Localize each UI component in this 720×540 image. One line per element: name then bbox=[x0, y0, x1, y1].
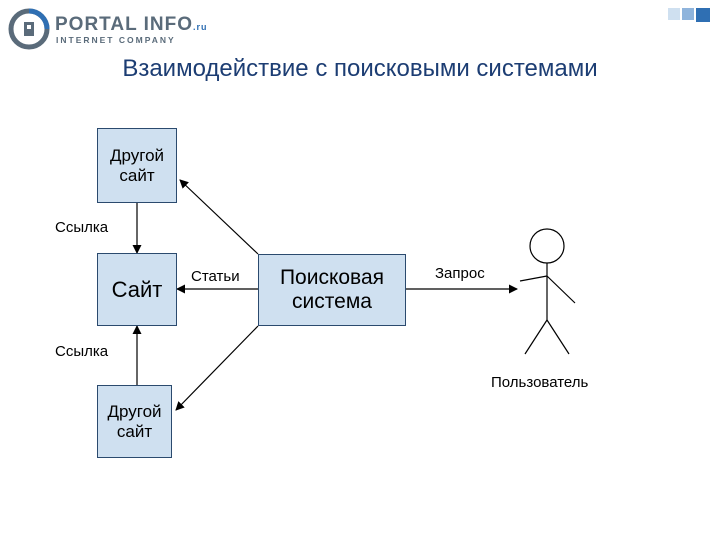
link-bottom-label: Ссылка bbox=[55, 343, 109, 360]
other-site-bottom-line2: сайт bbox=[116, 421, 153, 441]
search-engine-line1: Поисковая bbox=[279, 265, 385, 289]
other-site-top-box: Другой сайт bbox=[97, 128, 177, 203]
engine-to-bottom-site-arrow bbox=[175, 325, 259, 411]
logo-suffix: .ru bbox=[193, 22, 208, 32]
other-site-bottom-line1: Другой bbox=[107, 401, 162, 421]
site-box: Сайт bbox=[97, 253, 177, 326]
page-title: Взаимодействие с поисковыми системами bbox=[122, 55, 598, 82]
portal-info-logo-icon bbox=[8, 8, 50, 50]
corner-squares-decoration bbox=[668, 8, 712, 24]
other-site-top-line1: Другой bbox=[109, 145, 165, 165]
user-label: Пользователь bbox=[491, 374, 589, 391]
query-label: Запрос bbox=[435, 265, 485, 282]
stick-figure-icon bbox=[519, 228, 576, 355]
articles-label: Статьи bbox=[191, 268, 240, 285]
logo-main-text: PORTAL INFO.ru bbox=[55, 14, 208, 35]
logo-sub-text: INTERNET COMPANY bbox=[56, 35, 176, 45]
site-label: Сайт bbox=[111, 276, 163, 302]
search-engine-line2: система bbox=[292, 290, 372, 313]
other-site-bottom-box: Другой сайт bbox=[97, 385, 172, 458]
link-top-label: Ссылка bbox=[55, 219, 109, 236]
search-engine-box: Поисковая система bbox=[258, 254, 406, 326]
other-site-top-line2: сайт bbox=[119, 165, 155, 185]
engine-to-top-site-arrow bbox=[179, 179, 259, 255]
